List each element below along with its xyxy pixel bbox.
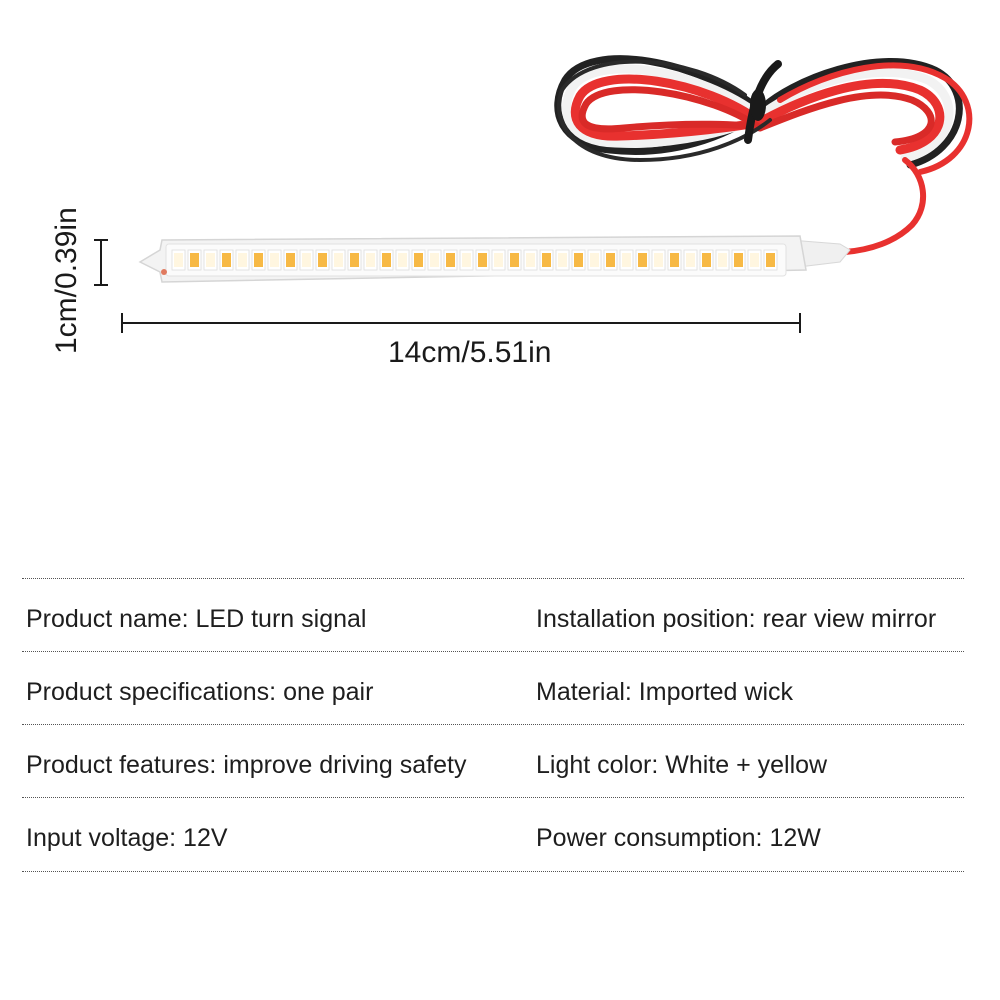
led-chip xyxy=(731,249,746,271)
spec-row: Input voltage: 12V Power consumption: 12… xyxy=(22,797,964,872)
led-strip-illustration xyxy=(94,55,973,333)
led-chip xyxy=(683,249,698,271)
spec-light-color: Light color: White + yellow xyxy=(536,751,828,779)
led-chip xyxy=(347,249,362,271)
led-chip xyxy=(635,249,650,271)
led-chip xyxy=(539,249,554,271)
led-chip xyxy=(459,249,474,271)
wire-red-1 xyxy=(570,74,945,155)
length-label: 14cm/5.51in xyxy=(388,336,552,369)
led-chip xyxy=(299,249,314,271)
spec-installation-position: Installation position: rear view mirror xyxy=(536,605,937,633)
led-chip xyxy=(587,249,602,271)
led-chip xyxy=(715,249,730,271)
wire-red-2 xyxy=(578,86,935,146)
led-chip xyxy=(555,249,570,271)
led-chip xyxy=(203,249,218,271)
led-chip xyxy=(667,249,682,271)
led-chip xyxy=(315,249,330,271)
width-label: 1cm/0.39in xyxy=(50,207,83,354)
led-chip xyxy=(747,249,762,271)
led-chip xyxy=(523,249,538,271)
dimension-markers xyxy=(94,239,801,333)
spec-row: Product name: LED turn signal Installati… xyxy=(22,578,964,651)
led-chip xyxy=(491,249,506,271)
led-chip xyxy=(427,249,442,271)
led-chip xyxy=(571,249,586,271)
led-chip xyxy=(283,249,298,271)
spec-power-consumption: Power consumption: 12W xyxy=(536,824,821,852)
led-chip xyxy=(171,249,186,271)
led-chip xyxy=(187,249,202,271)
spec-product-specifications: Product specifications: one pair xyxy=(26,678,374,706)
led-chip-row xyxy=(171,249,778,271)
led-chip xyxy=(619,249,634,271)
strip-end-dot xyxy=(161,269,167,275)
wire-black-2 xyxy=(556,59,772,162)
led-chip xyxy=(651,249,666,271)
spec-input-voltage: Input voltage: 12V xyxy=(26,824,228,852)
wire-white-1 xyxy=(562,64,954,163)
led-chip xyxy=(763,249,778,271)
led-chip xyxy=(251,249,266,271)
spec-product-features: Product features: improve driving safety xyxy=(26,751,467,779)
spec-table: Product name: LED turn signal Installati… xyxy=(22,578,964,878)
led-chip xyxy=(331,249,346,271)
spec-row: Product specifications: one pair Materia… xyxy=(22,651,964,724)
product-figure: 14cm/5.51in 1cm/0.39in xyxy=(0,0,1000,400)
led-chip xyxy=(235,249,250,271)
spec-material: Material: Imported wick xyxy=(536,678,794,706)
wire-red-lead xyxy=(842,157,927,255)
led-chip xyxy=(603,249,618,271)
wire-bundle xyxy=(554,55,973,255)
zip-tie-knot xyxy=(750,89,766,121)
led-chip xyxy=(363,249,378,271)
led-chip xyxy=(395,249,410,271)
led-chip xyxy=(475,249,490,271)
led-chip xyxy=(699,249,714,271)
led-chip xyxy=(379,249,394,271)
spec-row: Product features: improve driving safety… xyxy=(22,724,964,797)
wire-red-3 xyxy=(777,62,973,175)
led-chip xyxy=(219,249,234,271)
led-strip xyxy=(138,235,807,283)
spec-product-name: Product name: LED turn signal xyxy=(26,605,367,633)
led-chip xyxy=(411,249,426,271)
led-chip xyxy=(443,249,458,271)
led-chip xyxy=(267,249,282,271)
led-chip xyxy=(507,249,522,271)
